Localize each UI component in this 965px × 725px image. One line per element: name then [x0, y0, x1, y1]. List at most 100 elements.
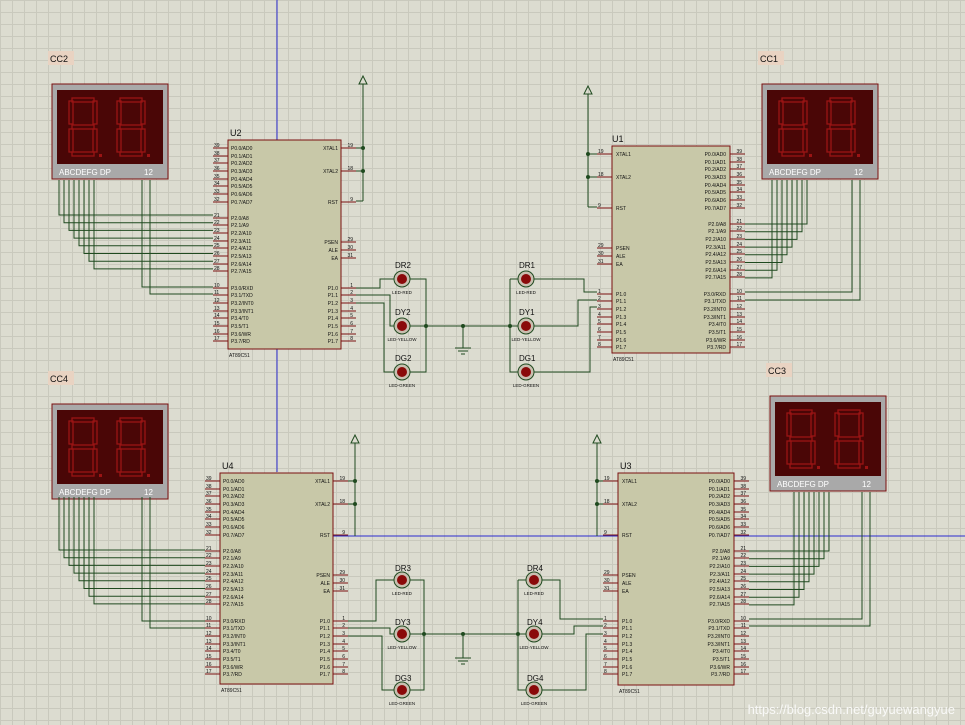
display-label: CC4 [50, 374, 68, 384]
pin-number: 21 [206, 546, 212, 552]
pin-number: 36 [736, 172, 742, 178]
pin-number: 38 [214, 151, 220, 157]
pin-name: P2.6/A14 [223, 595, 244, 601]
wire [83, 497, 205, 589]
pin-number: 36 [740, 499, 746, 505]
segment-f [778, 100, 784, 125]
pin-number: 35 [740, 507, 746, 513]
wire [745, 180, 773, 279]
chip-u3[interactable]: U3AT89C51XTAL119XTAL218RST9PSEN29ALE30EA… [603, 461, 749, 695]
segment-dp [147, 154, 150, 157]
pin-name: P3.6/WR [710, 665, 730, 671]
wire [348, 579, 394, 622]
pin-number: 3 [598, 304, 601, 310]
pin-number: 5 [598, 319, 601, 325]
segment-a [829, 97, 853, 103]
pin-number: 34 [206, 514, 212, 520]
segment-a [837, 409, 861, 415]
pin-number: 2 [604, 623, 607, 629]
pin-name: P1.7 [320, 672, 331, 678]
pin-number: 27 [214, 259, 220, 265]
pin-name: P2.4/A12 [705, 252, 726, 258]
chip-u2[interactable]: U2AT89C51P0.0/AD039P0.1/AD138P0.2/AD237P… [213, 128, 356, 359]
wire [749, 492, 820, 567]
segment-dp [857, 154, 860, 157]
pin-number: 12 [214, 298, 220, 304]
pin-name: P0.2/AD2 [223, 494, 245, 500]
pin-name: P3.7/RD [711, 672, 730, 678]
pin-number: 8 [604, 669, 607, 675]
chip-label: U3 [620, 461, 632, 471]
led-icon [397, 321, 407, 331]
chip-body [617, 472, 735, 686]
segment-g [781, 124, 805, 130]
power-arrow-icon [350, 433, 360, 444]
pin-name: P0.7/AD7 [223, 533, 245, 539]
segment-d [829, 151, 853, 157]
pin-number: 37 [214, 158, 220, 164]
wire [73, 497, 205, 574]
pin-name: P0.6/AD6 [223, 525, 245, 531]
pin-number: 12 [206, 631, 212, 637]
wire [93, 180, 213, 270]
pin-name: P3.0/RXD [231, 286, 254, 292]
wire [745, 180, 808, 225]
pin-name: P0.6/AD6 [231, 192, 253, 198]
pin-number: 9 [350, 197, 353, 203]
pin-name: P3.4/T0 [708, 322, 726, 328]
pin-number: 29 [339, 570, 345, 576]
display-label: CC3 [768, 366, 786, 376]
pin-number: 33 [206, 522, 212, 528]
wire [749, 492, 863, 620]
pin-name: P1.4 [320, 649, 331, 655]
pin-name: P1.6 [328, 332, 339, 338]
pin-number: 39 [736, 149, 742, 155]
pin-name: PSEN [324, 240, 338, 246]
wire [78, 497, 205, 582]
wire [745, 180, 853, 293]
led-icon [521, 367, 531, 377]
pin-number: 36 [214, 166, 220, 172]
pin-number: 25 [214, 243, 220, 249]
pin-name: RST [616, 206, 626, 212]
pin-number: 6 [598, 327, 601, 333]
led-label: DR3 [395, 564, 412, 573]
pin-name: ALE [329, 248, 339, 254]
pin-name: RST [320, 533, 330, 539]
chip-u1[interactable]: U1AT89C51XTAL119XTAL218RST9PSEN29ALE30EA… [597, 134, 745, 363]
pin-name: PSEN [616, 246, 630, 252]
wire [73, 180, 213, 239]
chip-label: U2 [230, 128, 242, 138]
wire [749, 492, 795, 606]
wire [749, 492, 871, 627]
pin-number: 29 [598, 243, 604, 249]
pin-number: 24 [214, 236, 220, 242]
led-label: DR1 [519, 261, 536, 270]
pin-number: 27 [740, 592, 746, 598]
led-icon [529, 685, 539, 695]
segment-d [119, 471, 143, 477]
pin-name: P1.6 [622, 665, 633, 671]
chip-u4[interactable]: U4AT89C51P0.0/AD039P0.1/AD138P0.2/AD237P… [205, 461, 348, 694]
led-label: DR2 [395, 261, 412, 270]
segment-dp [99, 154, 102, 157]
segment-b [802, 100, 808, 125]
pin-number: 28 [736, 272, 742, 278]
pin-number: 39 [740, 476, 746, 482]
wire [68, 497, 205, 566]
